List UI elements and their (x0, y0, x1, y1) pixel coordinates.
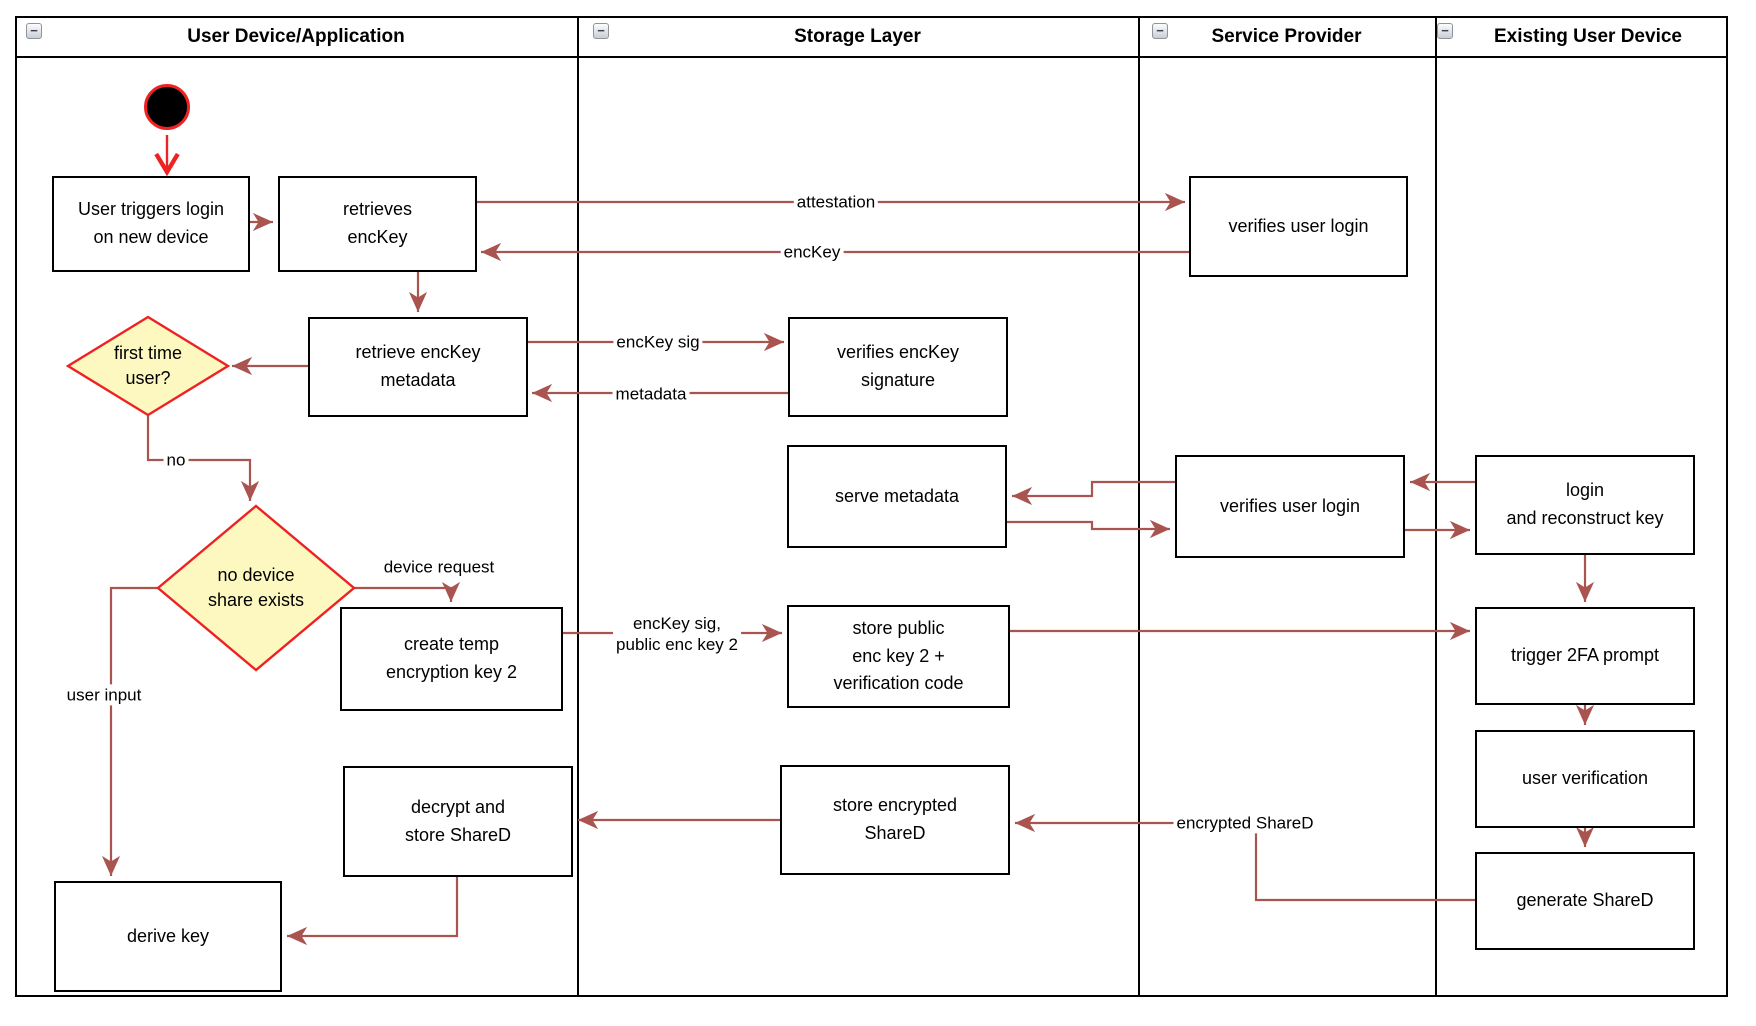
edge-label-enckey-sig: encKey sig (613, 331, 703, 353)
collapse-icon[interactable]: − (26, 23, 42, 39)
edge-verifies-to-serve (1012, 480, 1175, 506)
lane-divider-1 (577, 16, 579, 997)
collapse-icon[interactable]: − (1152, 23, 1168, 39)
activity-verifies-user-login-top[interactable]: verifies user login (1189, 176, 1408, 277)
edge-no-branch (146, 415, 260, 501)
activity-retrieves-enckey[interactable]: retrieves encKey (278, 176, 477, 272)
activity-store-public-key[interactable]: store public enc key 2 + verification co… (787, 605, 1010, 708)
edge-label-user-input: user input (63, 684, 145, 706)
decision-first-time-user-shape (65, 315, 231, 417)
edge-serve-to-verifies (1007, 519, 1170, 539)
edge-encrypted-shared (1015, 813, 1475, 902)
edge-label-device-request: device request (383, 557, 495, 577)
activity-retrieve-enckey-metadata[interactable]: retrieve encKey metadata (308, 317, 528, 417)
lane-title-storage-layer[interactable]: Storage Layer (794, 26, 921, 47)
edge-label-attestation: attestation (793, 191, 879, 213)
lane-title-existing-device[interactable]: Existing User Device (1494, 26, 1682, 47)
edge-label-encrypted-shared: encrypted ShareD (1173, 812, 1317, 834)
activity-derive-key[interactable]: derive key (54, 881, 282, 992)
edge-label-no: no (163, 449, 189, 471)
activity-user-triggers-login[interactable]: User triggers login on new device (52, 176, 250, 272)
decision-no-device-share-label[interactable]: no device share exists (207, 564, 305, 610)
edge-decrypt-to-derive (287, 877, 459, 946)
edge-label-enckey-sig-public: encKey sig, public enc key 2 (613, 612, 741, 656)
swimlane-header-divider (15, 56, 1728, 58)
activity-store-encrypted-shared[interactable]: store encrypted ShareD (780, 765, 1010, 875)
start-node[interactable] (144, 84, 190, 130)
edge-label-metadata: metadata (612, 383, 690, 405)
activity-login-reconstruct-key[interactable]: login and reconstruct key (1475, 455, 1695, 555)
activity-generate-shared[interactable]: generate ShareD (1475, 852, 1695, 950)
activity-serve-metadata[interactable]: serve metadata (787, 445, 1007, 548)
swimlane-frame (15, 16, 1728, 997)
decision-first-time-user-label[interactable]: first time user? (113, 342, 182, 388)
activity-user-verification[interactable]: user verification (1475, 730, 1695, 828)
collapse-icon[interactable]: − (593, 23, 609, 39)
lane-divider-3 (1435, 16, 1437, 997)
edge-device-request (354, 581, 461, 602)
decision-no-device-share-shape (156, 504, 356, 672)
lane-divider-2 (1138, 16, 1140, 997)
activity-verifies-enckey-signature[interactable]: verifies encKey signature (788, 317, 1008, 417)
activity-create-temp-key[interactable]: create temp encryption key 2 (340, 607, 563, 711)
activity-decrypt-store-shared[interactable]: decrypt and store ShareD (343, 766, 573, 877)
edge-label-enckey: encKey (780, 241, 844, 263)
edge-user-input (101, 586, 158, 876)
activity-trigger-2fa-prompt[interactable]: trigger 2FA prompt (1475, 607, 1695, 705)
lane-title-service-provider[interactable]: Service Provider (1211, 26, 1362, 47)
lane-title-user-device[interactable]: User Device/Application (187, 26, 405, 47)
collapse-icon[interactable]: − (1437, 23, 1453, 39)
activity-verifies-user-login-mid[interactable]: verifies user login (1175, 455, 1405, 558)
